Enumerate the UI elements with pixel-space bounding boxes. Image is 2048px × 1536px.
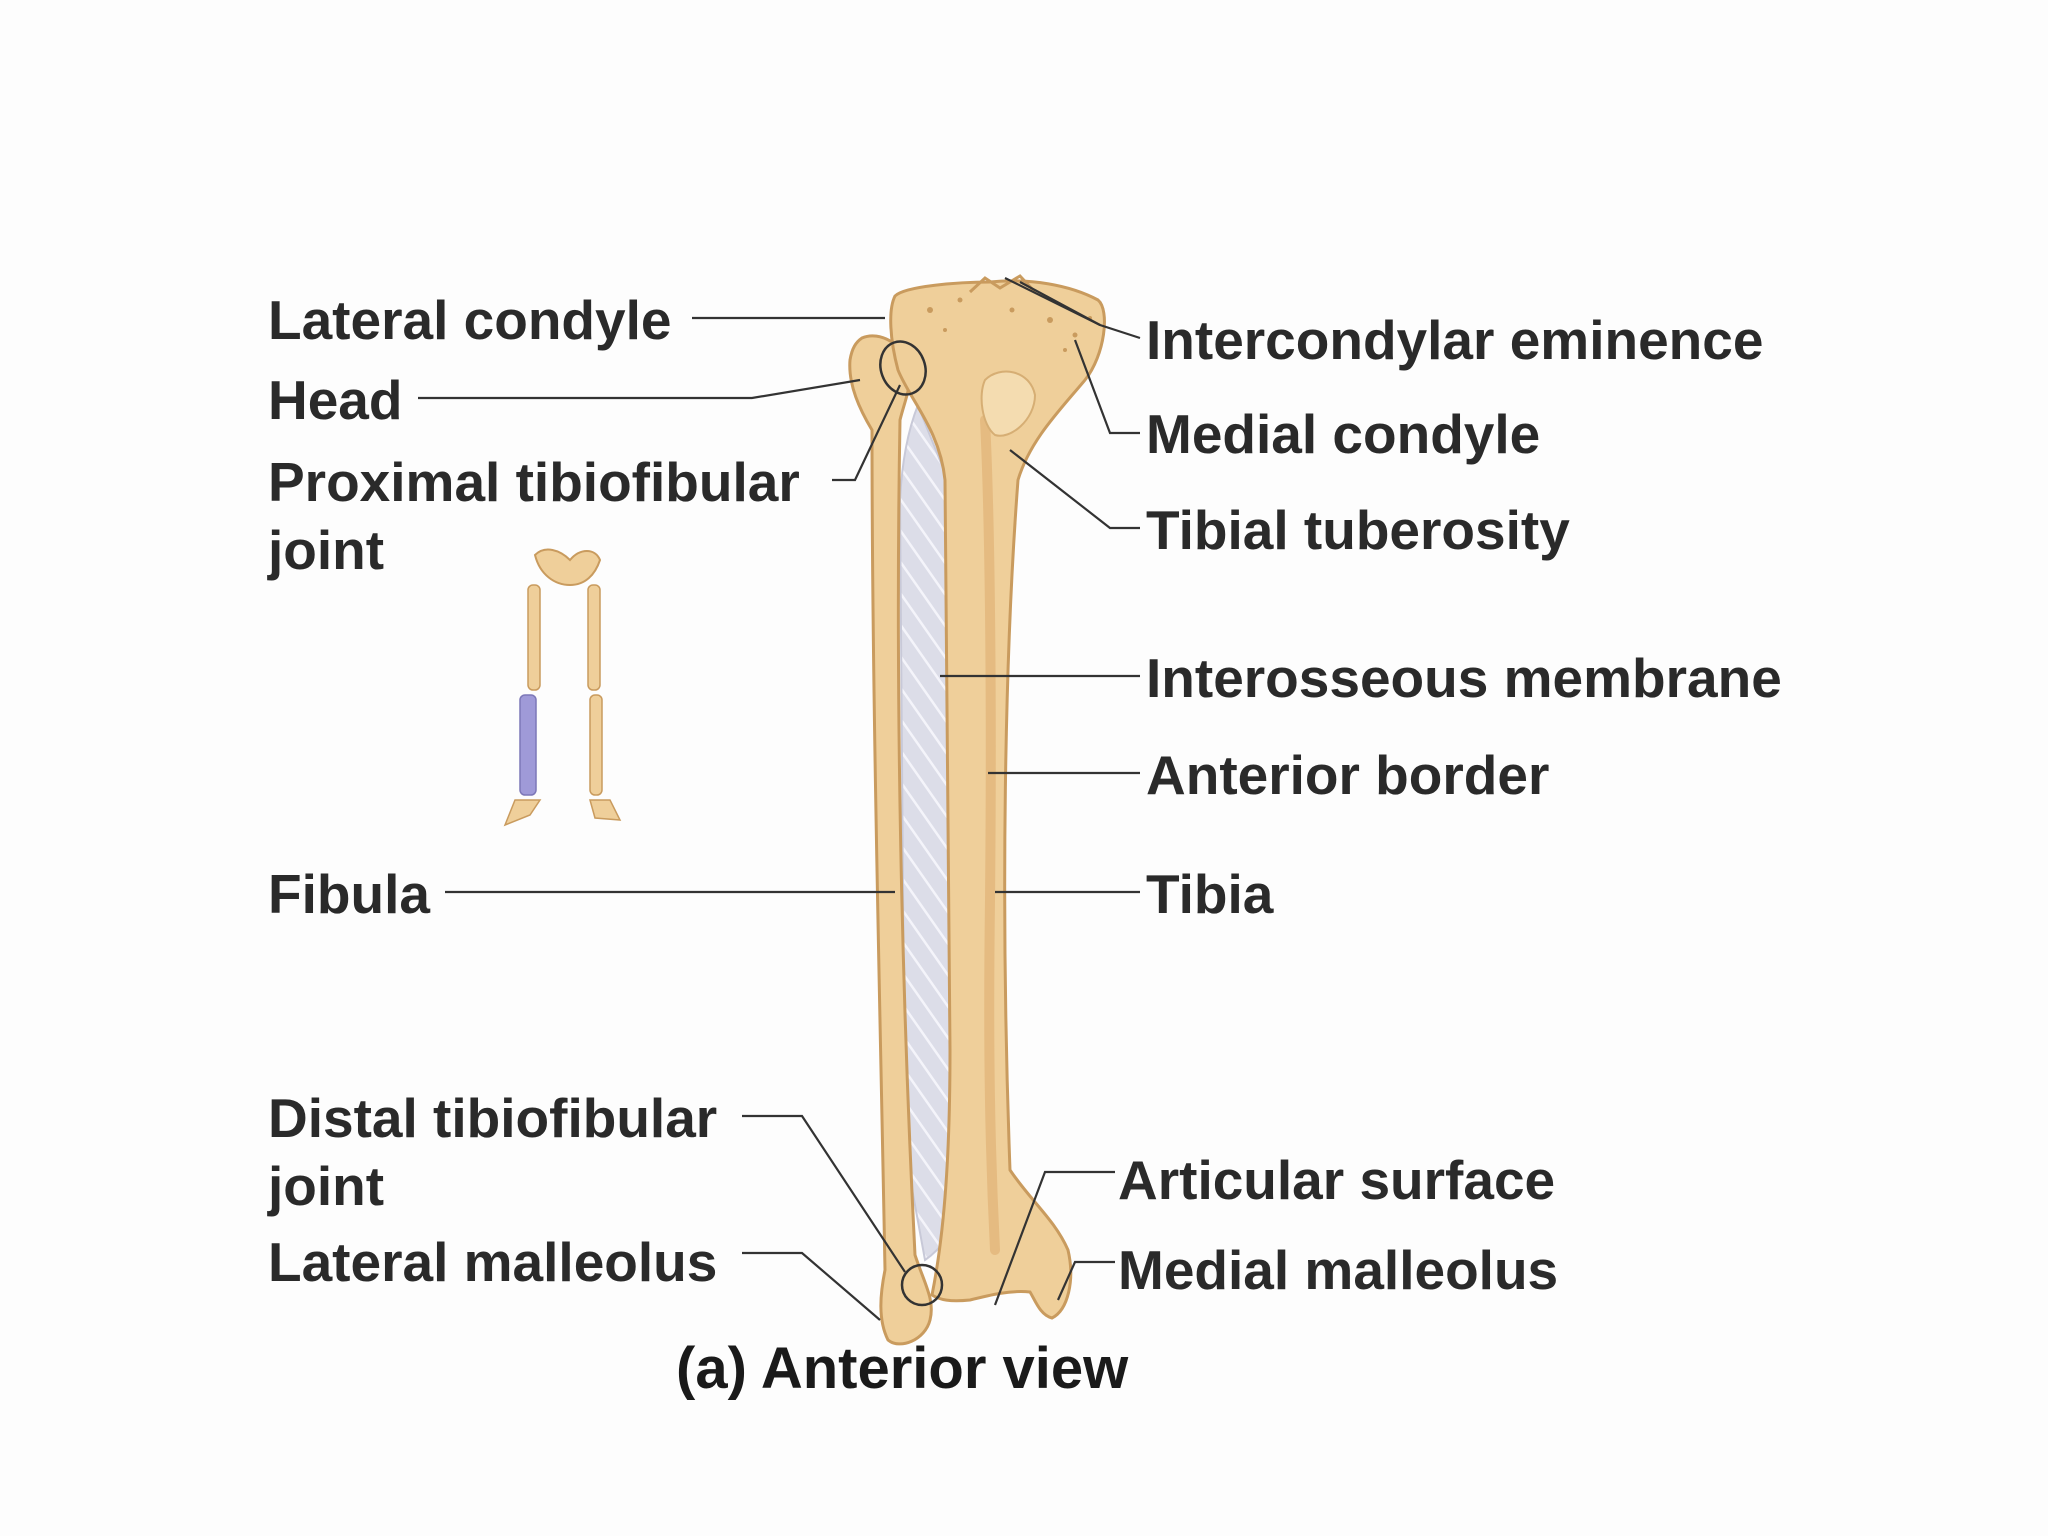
leader-articular-surface (993, 1170, 1115, 1306)
tibia-bone (889, 279, 1106, 1320)
fibula-bone (848, 334, 933, 1346)
figure-caption: (a) Anterior view (676, 1336, 1129, 1401)
label-head: Head (268, 369, 403, 431)
label-fibula: Fibula (268, 863, 430, 925)
distal-joint-circle (900, 1263, 944, 1307)
leader-medial-condyle (1073, 339, 1140, 435)
tibial-tuberosity-shape (980, 370, 1037, 437)
leader-proximal-joint (832, 384, 901, 482)
intercondylar-eminence-shape (968, 274, 1037, 294)
leader-lines (418, 277, 1141, 1321)
label-medial-condyle: Medial condyle (1146, 403, 1541, 465)
label-distal-joint-line1: Distal tibiofibular (268, 1087, 718, 1149)
leader-head (418, 378, 861, 400)
leader-intercondylar-eminence-2 (1019, 281, 1101, 326)
label-medial-malleolus: Medial malleolus (1118, 1239, 1559, 1301)
label-proximal-joint-line1: Proximal tibiofibular (268, 451, 800, 513)
label-lateral-malleolus: Lateral malleolus (268, 1231, 718, 1293)
leader-lateral-malleolus (742, 1251, 881, 1321)
label-intercondylar-eminence: Intercondylar eminence (1146, 309, 1764, 371)
label-articular-surface: Articular surface (1118, 1149, 1556, 1211)
leader-tibial-tuberosity (1009, 449, 1140, 530)
label-proximal-joint-line2: joint (268, 519, 385, 581)
tibia-anterior-crest (980, 415, 1000, 1255)
label-distal-joint-line2: joint (268, 1155, 385, 1217)
label-tibia: Tibia (1146, 863, 1274, 925)
proximal-joint-circle (879, 340, 927, 396)
leader-distal-joint (742, 1114, 906, 1273)
label-interosseous-membrane: Interosseous membrane (1146, 647, 1782, 709)
label-tibial-tuberosity: Tibial tuberosity (1146, 499, 1570, 561)
leader-medial-malleolus (1056, 1260, 1115, 1301)
label-anterior-border: Anterior border (1146, 744, 1550, 806)
label-lateral-condyle: Lateral condyle (268, 289, 672, 351)
skeleton-lower-limbs-icon (503, 548, 622, 827)
